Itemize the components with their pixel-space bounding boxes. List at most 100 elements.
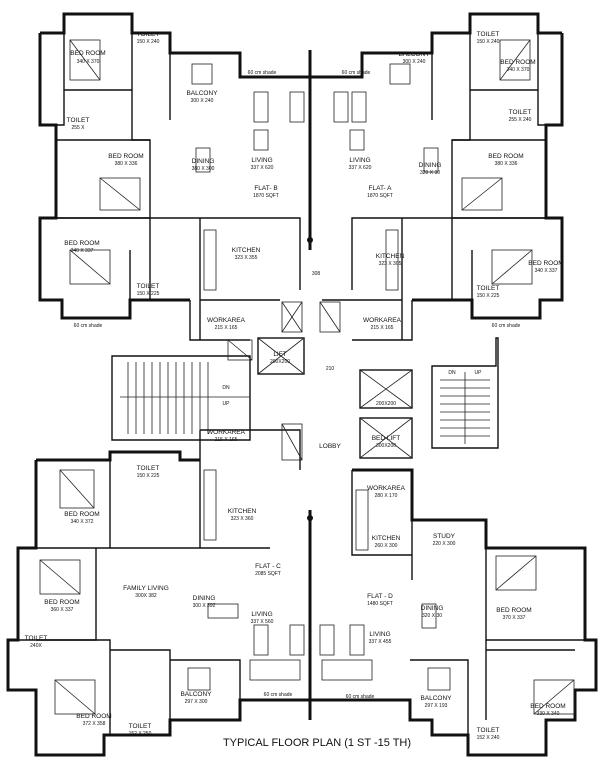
room-label: WORKAREA <box>363 317 402 324</box>
room-size: 340 X 372 <box>71 519 94 525</box>
room-size: 337 X 620 <box>251 165 274 171</box>
room-label: LIVING <box>349 157 370 164</box>
room-label: BED ROOM <box>44 599 79 606</box>
room-label: TOILET <box>137 283 160 290</box>
room-label: FAMILY LIVING <box>123 585 169 592</box>
plan-title: TYPICAL FLOOR PLAN (1 ST -15 TH) <box>223 737 411 749</box>
lift-size: 200X200 <box>376 401 396 407</box>
room-label: LIVING <box>251 157 272 164</box>
room-size: 340 X 370 <box>77 59 100 65</box>
room-label: BED ROOM <box>64 240 99 247</box>
room-label: BALCONY <box>398 51 430 58</box>
room-label: BALCONY <box>420 695 452 702</box>
room-label: TOILET <box>137 31 160 38</box>
room-label: WORKAREA <box>367 485 406 492</box>
lobby-label: LOBBY <box>319 443 341 450</box>
lift-label: BED LIFT <box>372 435 401 442</box>
room-label: TOILET <box>477 31 500 38</box>
shade-note: 60 cm shade <box>264 692 293 698</box>
room-size: 297 X 300 <box>185 699 208 705</box>
room-label: WORKAREA <box>207 317 246 324</box>
room-size: 337 X 455 <box>369 639 392 645</box>
room-size: 320 X 30 <box>422 613 442 619</box>
room-size: 297 X 193 <box>425 703 448 709</box>
interior-walls <box>18 33 585 735</box>
room-size: 340 X 337 <box>71 248 94 254</box>
room-size: 152 X 240 <box>477 735 500 741</box>
room-size: 220 X 300 <box>433 541 456 547</box>
room-size: 370 X 337 <box>503 615 526 621</box>
room-label: BED ROOM <box>528 260 563 267</box>
room-size: 150 X 225 <box>477 293 500 299</box>
flat-area: 1870 SQFT <box>253 193 279 199</box>
room-size: 152 X 250 <box>129 731 152 737</box>
room-label: TOILET <box>25 635 48 642</box>
room-size: 255 X 240 <box>509 117 532 123</box>
room-size: 380 X 336 <box>495 161 518 167</box>
room-label: TOILET <box>477 727 500 734</box>
flat-area: 1480 SQFT <box>367 601 393 607</box>
outer-walls <box>6 12 598 757</box>
room-size: 150 X 225 <box>137 473 160 479</box>
room-size: 380 X 336 <box>115 161 138 167</box>
shade-note: 60 cm shade <box>342 70 371 76</box>
room-label: BED ROOM <box>108 153 143 160</box>
lift-size: 300X200 <box>376 443 396 449</box>
stair-up: UP <box>475 370 483 376</box>
room-label: KITCHEN <box>372 535 401 542</box>
room-label: DINING <box>192 158 215 165</box>
flat-name: FLAT- A <box>369 185 393 192</box>
stair-up: UP <box>223 401 231 407</box>
stair-dn: DN <box>448 370 456 376</box>
dimension: 308 <box>312 271 321 277</box>
room-label: KITCHEN <box>376 253 405 260</box>
lift-size: 200X200 <box>270 359 290 365</box>
room-size: 300 X 392 <box>193 603 216 609</box>
room-size: 380 X 300 <box>192 166 215 172</box>
room-label: STUDY <box>433 533 456 540</box>
room-size: 150 X 225 <box>137 291 160 297</box>
room-size: 340 X 370 <box>507 67 530 73</box>
room-label: LIVING <box>369 631 390 638</box>
flat-area: 1870 SQFT <box>367 193 393 199</box>
room-label: BALCONY <box>180 691 212 698</box>
room-label: TOILET <box>477 285 500 292</box>
room-label: BED ROOM <box>530 703 565 710</box>
room-size: 215 X 165 <box>215 325 238 331</box>
room-label: TOILET <box>137 465 160 472</box>
room-size: 215 X 165 <box>215 437 238 443</box>
room-size: 337 X 620 <box>349 165 372 171</box>
stairs-right <box>440 372 490 444</box>
room-size: 150 X 240 <box>477 39 500 45</box>
room-label: DINING <box>421 605 444 612</box>
shade-note: 60 cm shade <box>492 323 521 329</box>
room-size: 372 X 358 <box>83 721 106 727</box>
room-label: DINING <box>419 162 442 169</box>
flat-name: FLAT- B <box>254 185 277 192</box>
shade-note: 60 cm shade <box>74 323 103 329</box>
stair-dn: DN <box>222 385 230 391</box>
dimension: 210 <box>326 366 335 372</box>
room-label: LIVING <box>251 611 272 618</box>
room-label: TOILET <box>509 109 532 116</box>
room-label: BED ROOM <box>496 607 531 614</box>
room-label: BED ROOM <box>76 713 111 720</box>
flat-area: 2085 SQFT <box>255 571 281 577</box>
room-size: 150 X 240 <box>137 39 160 45</box>
room-size: 323 X 360 <box>231 516 254 522</box>
room-size: 323 X 355 <box>235 255 258 261</box>
room-size: 240X <box>30 643 42 649</box>
room-size: 300X 382 <box>135 593 157 599</box>
room-labels: BED ROOM 340 X 370 TOILET 150 X 240 BALC… <box>25 31 566 741</box>
room-size: 340 X 337 <box>535 268 558 274</box>
lift-label: LIFT <box>273 351 286 358</box>
room-label: TOILET <box>129 723 152 730</box>
room-size: 255 X <box>71 125 85 131</box>
furniture <box>39 39 575 715</box>
stairs-left <box>120 362 250 434</box>
room-size: 360 X 337 <box>51 607 74 613</box>
room-size: 330 X 340 <box>537 711 560 717</box>
room-size: 300 X 240 <box>403 59 426 65</box>
room-label: BED ROOM <box>500 59 535 66</box>
